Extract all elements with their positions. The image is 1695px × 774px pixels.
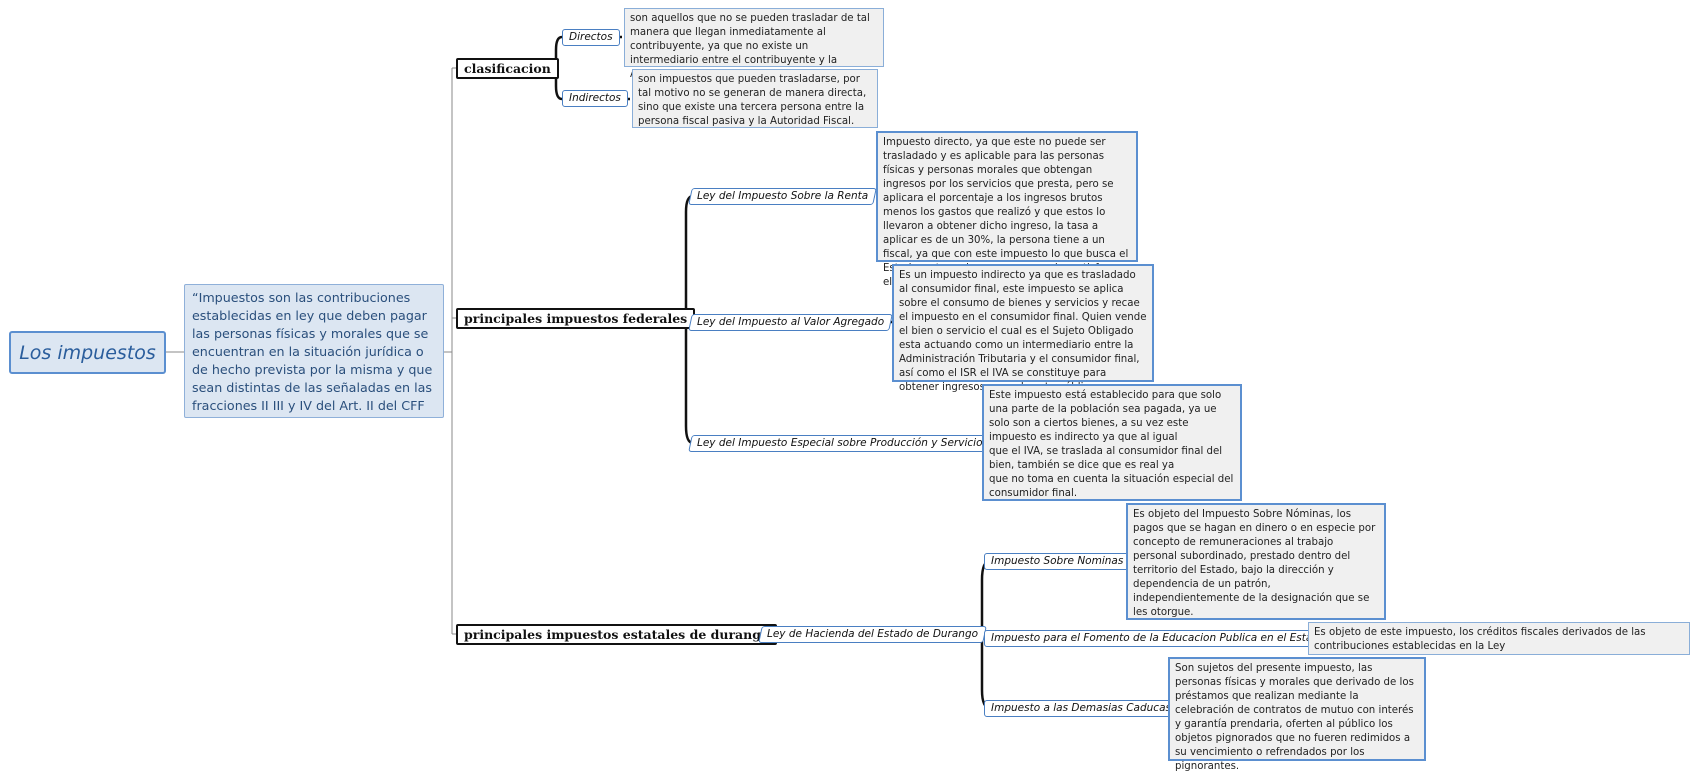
topic-ley-hacienda[interactable]: Ley de Hacienda del Estado de Durango [758,626,987,643]
note-ieps-text-3: que no toma en cuenta la situación espec… [989,474,1234,499]
note-ieps-text-2: que el IVA, se traslada al consumidor fi… [989,446,1223,471]
topic-nominas[interactable]: Impuesto Sobre Nominas [984,553,1131,570]
note-demasias: Son sujetos del presente impuesto, las p… [1168,657,1426,772]
note-fomento-text: Es objeto de este impuesto, los créditos… [1314,627,1646,652]
topic-iva[interactable]: Ley del Impuesto al Valor Agregado [688,314,893,331]
note-demasias-text: Son sujetos del presente impuesto, las p… [1175,663,1414,772]
topic-ley-hacienda-label: Ley de Hacienda del Estado de Durango [767,628,979,640]
note-indirectos-text: son impuestos que pueden trasladarse, po… [638,74,867,127]
branch-federales[interactable]: principales impuestos federales [456,308,696,329]
topic-isr[interactable]: Ley del Impuesto Sobre la Renta [688,188,878,205]
branch-federales-label: principales impuestos federales [464,311,688,326]
topic-indirectos-label: Indirectos [569,92,621,104]
note-isr: Impuesto directo, ya que este no puede s… [876,131,1138,288]
note-nominas-text: Es objeto del Impuesto Sobre Nóminas, lo… [1133,509,1376,618]
topic-iva-label: Ley del Impuesto al Valor Agregado [697,316,885,328]
root-title: Los impuestos [19,341,156,364]
topic-fomento[interactable]: Impuesto para el Fomento de la Educacion… [984,630,1333,647]
branch-estatales-label: principales impuestos estatales de duran… [464,627,770,642]
branch-clasificacion[interactable]: clasificacion [456,58,559,79]
branch-clasificacion-label: clasificacion [464,61,551,76]
note-nominas: Es objeto del Impuesto Sobre Nóminas, lo… [1126,503,1386,620]
topic-demasias[interactable]: Impuesto a las Demasias Caducas [984,700,1178,717]
topic-indirectos[interactable]: Indirectos [562,90,628,107]
note-directos: son aquellos que no se pueden trasladar … [624,8,884,80]
topic-isr-label: Ley del Impuesto Sobre la Renta [697,190,869,202]
topic-directos-label: Directos [569,31,613,43]
root-topic[interactable]: Los impuestos [9,331,166,374]
branch-estatales[interactable]: principales impuestos estatales de duran… [456,624,778,645]
topic-directos[interactable]: Directos [562,29,620,46]
definition-note: “Impuestos son las contribuciones establ… [184,284,444,418]
note-fomento: Es objeto de este impuesto, los créditos… [1308,622,1690,655]
note-indirectos: son impuestos que pueden trasladarse, po… [632,69,878,128]
connector-branches [452,67,457,635]
topic-nominas-label: Impuesto Sobre Nominas [991,555,1124,567]
topic-ieps-label: Ley del Impuesto Especial sobre Producci… [697,437,988,449]
topic-fomento-label: Impuesto para el Fomento de la Educacion… [991,632,1326,644]
note-iva-text: Es un impuesto indirecto ya que es trasl… [899,270,1147,393]
note-iva: Es un impuesto indirecto ya que es trasl… [892,264,1154,393]
topic-ieps[interactable]: Ley del Impuesto Especial sobre Producci… [688,435,997,452]
note-ieps: Este impuesto está establecido para que … [982,384,1242,501]
topic-demasias-label: Impuesto a las Demasias Caducas [991,702,1171,714]
definition-text: “Impuestos son las contribuciones establ… [192,290,433,413]
note-ieps-text-1: Este impuesto está establecido para que … [989,390,1222,443]
